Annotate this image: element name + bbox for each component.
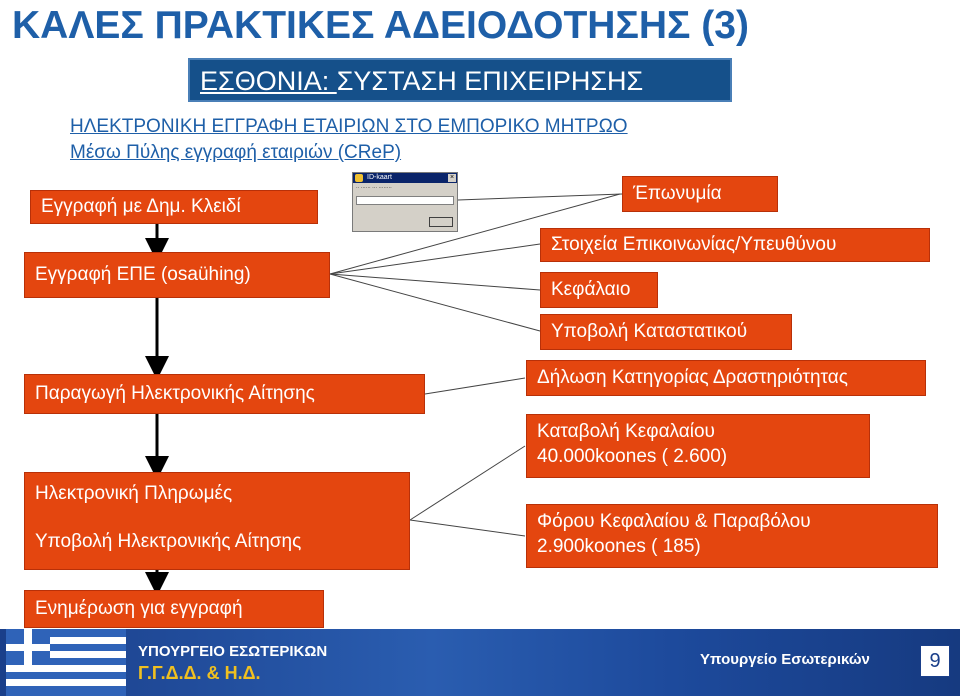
close-icon[interactable]: ×	[448, 174, 456, 182]
greek-flag-icon	[6, 629, 126, 696]
dialog-pointer	[458, 194, 622, 200]
subtitle-text: ΕΣΘΟΝΙΑ: ΣΥΣΤΑΣΗ ΕΠΙΧΕΙΡΗΣΗΣ	[200, 64, 643, 98]
step-submit-application: Υποβολή Ηλεκτρονικής Αίτησης	[35, 529, 409, 555]
item-activity-declaration: Δήλωση Κατηγορίας Δραστηριότητας	[526, 360, 926, 396]
item-company-name: Έπωνυμία	[622, 176, 778, 212]
step-registration-notice: Ενημέρωση για εγγραφή	[24, 590, 324, 628]
item-submit-statute: Υποβολή Καταστατικού	[540, 314, 792, 350]
key-icon	[355, 174, 363, 182]
step-payment-submit: Ηλεκτρονική Πληρωμές Υποβολή Ηλεκτρονική…	[24, 472, 410, 570]
section-subheading: Μέσω Πύλης εγγραφή εταιριών (CReP)	[70, 142, 401, 164]
footer-ministry-title: ΥΠΟΥΡΓΕΙΟ ΕΣΩΤΕΡΙΚΩΝ	[138, 643, 327, 660]
subtitle-country: ΕΣΘΟΝΙΑ:	[200, 66, 337, 96]
capital-tax-label: Φόρου Κεφαλαίου & Παραβόλου	[537, 509, 937, 534]
fan-line-activity	[425, 378, 525, 394]
footer-ministry-right: Υπουργείο Εσωτερικών	[700, 651, 870, 668]
fan-line-statute	[330, 274, 540, 331]
section-heading: ΗΛΕΚΤΡΟΝΙΚΗ ΕΓΓΡΑΦΗ ΕΤΑΙΡΙΩΝ ΣΤΟ ΕΜΠΟΡΙΚ…	[70, 116, 628, 138]
page-title: ΚΑΛΕΣ ΠΡΑΚΤΙΚΕΣ ΑΔΕΙΟΔΟΤΗΣΗΣ (3)	[12, 2, 952, 50]
footer-banner: ΥΠΟΥΡΓΕΙΟ ΕΣΩΤΕΡΙΚΩΝ Γ.Γ.Δ.Δ. & Η.Δ. Υπο…	[0, 629, 960, 696]
step-generate-application: Παραγωγή Ηλεκτρονικής Αίτησης	[24, 374, 425, 414]
id-card-dialog: ID-kaart × ·· ······ ··· ········	[352, 172, 458, 232]
step-id-card-login: Εγγραφή με Δημ. Κλειδί	[30, 190, 318, 224]
fan-line-tax	[410, 520, 525, 536]
item-capital-payment: Καταβολή Κεφαλαίου 40.000koones ( 2.600)	[526, 414, 870, 478]
item-capital-tax-fee: Φόρου Κεφαλαίου & Παραβόλου 2.900koones …	[526, 504, 938, 568]
fan-line-capital-payment	[410, 446, 525, 520]
subtitle-rest: ΣΥΣΤΑΣΗ ΕΠΙΧΕΙΡΗΣΗΣ	[337, 66, 644, 96]
item-contact-details: Στοιχεία Επικοινωνίας/Υπευθύνου	[540, 228, 930, 262]
capital-tax-amount: 2.900koones ( 185)	[537, 534, 937, 559]
ok-button[interactable]	[429, 217, 453, 227]
item-capital: Κεφάλαιο	[540, 272, 658, 308]
dialog-title: ID-kaart	[367, 174, 392, 181]
step-electronic-payments: Ηλεκτρονική Πληρωμές	[35, 481, 409, 507]
capital-payment-amount: 40.000koones ( 2.600)	[537, 444, 869, 469]
fan-line-contact	[330, 244, 540, 274]
capital-payment-label: Καταβολή Κεφαλαίου	[537, 419, 869, 444]
subtitle-banner: ΕΣΘΟΝΙΑ: ΣΥΣΤΑΣΗ ΕΠΙΧΕΙΡΗΣΗΣ	[188, 58, 732, 102]
page-number: 9	[920, 645, 950, 677]
dialog-prompt-lines: ·· ······ ··· ········	[353, 183, 457, 194]
dialog-titlebar: ID-kaart ×	[353, 173, 457, 183]
pin-input[interactable]	[356, 196, 454, 205]
step-register-llc: Εγγραφή ΕΠΕ (osaühing)	[24, 252, 330, 298]
fan-line-capital	[330, 274, 540, 290]
footer-department: Γ.Γ.Δ.Δ. & Η.Δ.	[138, 663, 261, 684]
